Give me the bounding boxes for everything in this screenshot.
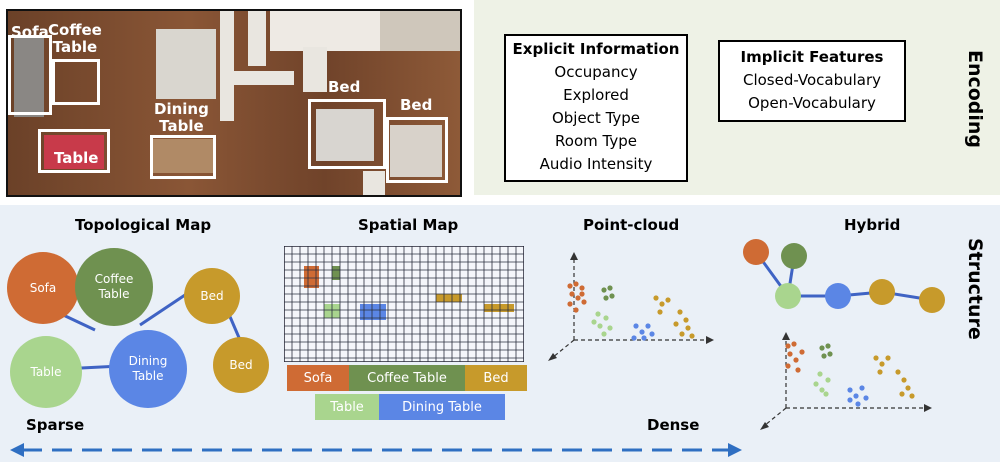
- explicit-item: Room Type: [555, 132, 637, 150]
- legend-coffee-table: Coffee Table: [349, 365, 465, 391]
- label-coffee-table: Coffee Table: [48, 21, 102, 56]
- legend-table: Table: [315, 394, 379, 420]
- bed-1-highlight: [308, 99, 386, 169]
- coffee-table-highlight: [52, 59, 100, 105]
- label-sofa: Sofa: [11, 23, 49, 41]
- point-cloud-title: Point-cloud: [583, 216, 680, 234]
- topo-node-dining-table: Dining Table: [109, 330, 187, 408]
- spatial-grid: [284, 246, 524, 362]
- sparse-dense-arrow: [10, 443, 742, 457]
- topo-node-table: Table: [10, 336, 82, 408]
- explicit-information-title: Explicit Information: [512, 40, 680, 58]
- hybrid-plot: [743, 239, 945, 430]
- topo-node-coffee-table: Coffee Table: [75, 248, 153, 326]
- explicit-item: Object Type: [551, 109, 641, 127]
- implicit-features-title: Implicit Features: [740, 48, 884, 66]
- legend-dining-table: Dining Table: [379, 394, 505, 420]
- spatial-map-title: Spatial Map: [358, 216, 459, 234]
- topo-node-bed-top: Bed: [184, 268, 240, 324]
- explicit-item: Audio Intensity: [539, 155, 653, 173]
- legend-bed: Bed: [465, 365, 527, 391]
- explicit-item: Explored: [563, 86, 629, 104]
- explicit-item: Occupancy: [554, 63, 638, 81]
- dense-label: Dense: [647, 416, 700, 434]
- implicit-item: Open-Vocabulary: [748, 94, 876, 112]
- label-bed-1: Bed: [328, 78, 361, 96]
- implicit-item: Closed-Vocabulary: [742, 71, 882, 89]
- label-table: Table: [54, 149, 99, 167]
- label-dining-table: Dining Table: [154, 100, 209, 135]
- topo-node-sofa: Sofa: [7, 252, 79, 324]
- bed-2-highlight: [386, 117, 448, 183]
- sofa-highlight: [8, 35, 52, 115]
- explicit-information-box: Explicit Information Occupancy Explored …: [504, 34, 688, 182]
- topo-node-bed-bottom: Bed: [213, 337, 269, 393]
- legend-sofa: Sofa: [287, 365, 349, 391]
- label-bed-2: Bed: [400, 96, 433, 114]
- implicit-features-box: Implicit Features Closed-Vocabulary Open…: [718, 40, 906, 122]
- sparse-label: Sparse: [26, 416, 85, 434]
- dining-table-highlight: [150, 135, 216, 179]
- encoding-side-label: Encoding: [964, 49, 986, 149]
- point-cloud-plot: [548, 252, 714, 361]
- floorplan-image: Sofa Coffee Table Table Dining Table Bed…: [6, 9, 462, 197]
- hybrid-title: Hybrid: [844, 216, 901, 234]
- structure-side-label: Structure: [964, 238, 986, 340]
- topological-map-title: Topological Map: [75, 216, 212, 234]
- table-highlight: [38, 129, 110, 173]
